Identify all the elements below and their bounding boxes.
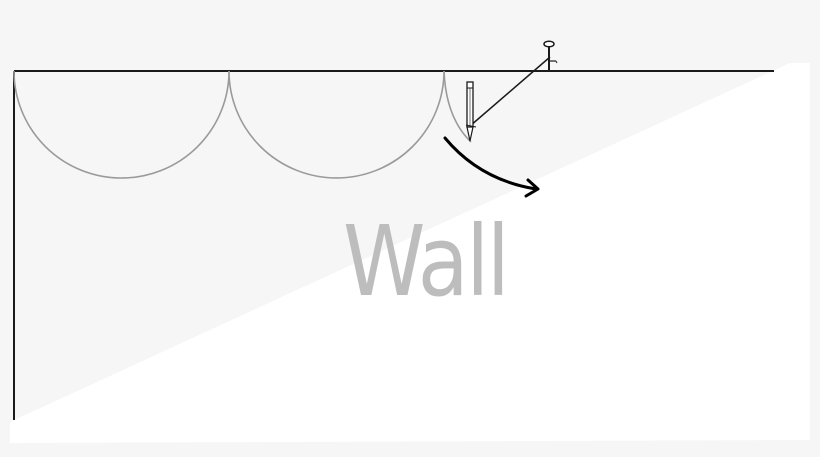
curved-arrow-icon xyxy=(443,136,540,198)
wall-label: Wall xyxy=(343,205,510,318)
scallop-arc-1 xyxy=(13,70,230,179)
scallop-arc-2 xyxy=(228,70,445,179)
wall-region xyxy=(10,63,810,443)
string-line xyxy=(469,56,551,127)
scallop-arc-3-partial xyxy=(443,70,472,143)
pencil-icon xyxy=(465,81,477,142)
nail-icon xyxy=(543,40,558,72)
